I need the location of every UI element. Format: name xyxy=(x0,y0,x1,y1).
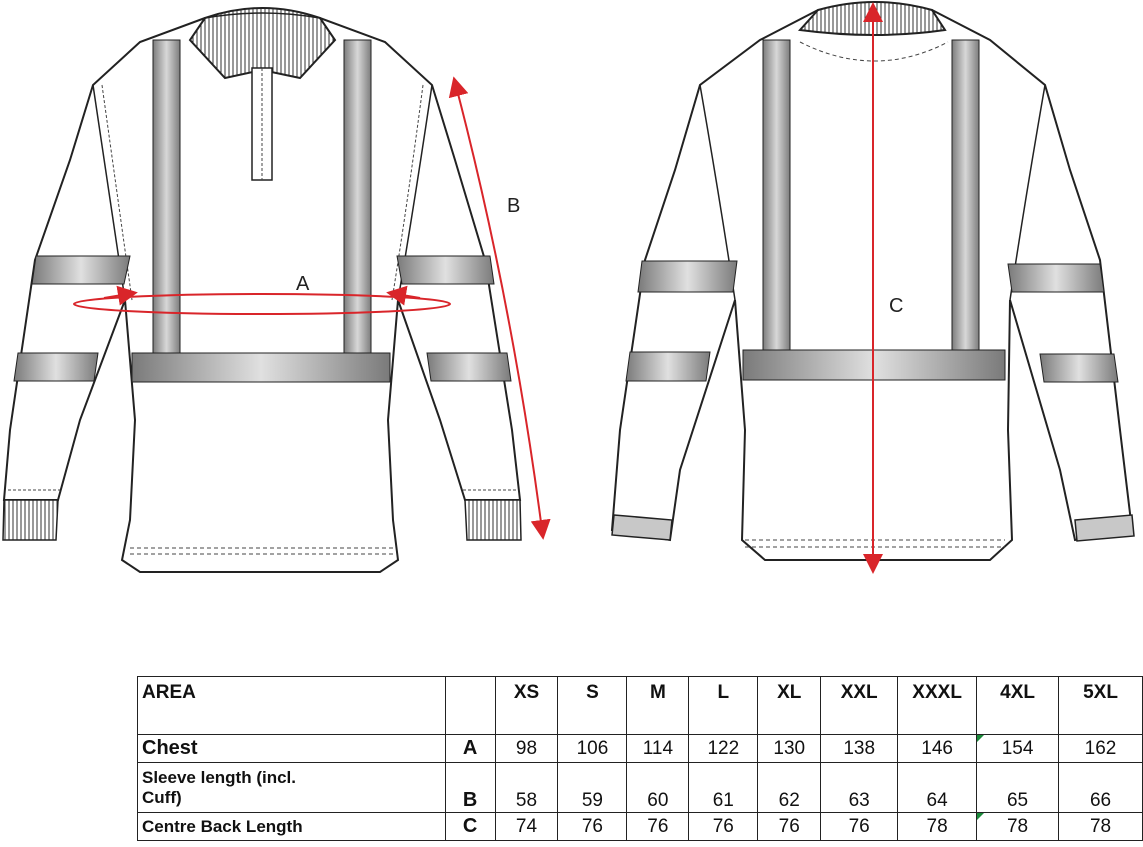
front-cuff-left xyxy=(2,499,59,541)
header-size: 5XL xyxy=(1058,676,1143,735)
measurement-c: C xyxy=(863,1,903,574)
back-cuff-left xyxy=(611,514,673,541)
table-cell: 146 xyxy=(897,734,978,763)
table-cell: 98 xyxy=(494,734,559,763)
front-sleeve-tape-upper-right xyxy=(396,255,495,285)
table-cell: 62 xyxy=(757,762,822,813)
front-cuff-right xyxy=(464,499,522,541)
table-cell: 122 xyxy=(688,734,759,763)
table-cell: 60 xyxy=(626,762,690,813)
header-size: XXXL xyxy=(897,676,978,735)
row-label: Sleeve length (incl. Cuff) xyxy=(137,762,446,813)
table-row-chest: Chest A 98 106 114 122 130 138 146 154 1… xyxy=(137,734,1143,763)
header-code xyxy=(444,676,496,735)
table-cell: 76 xyxy=(820,812,899,841)
table-cell: 114 xyxy=(626,734,690,763)
table-cell: 64 xyxy=(897,762,978,813)
table-cell: 66 xyxy=(1058,762,1143,813)
back-tape-left xyxy=(762,39,791,353)
table-cell: 162 xyxy=(1058,734,1143,763)
back-sleeve-tape-lower-left xyxy=(625,351,711,382)
row-label: Chest xyxy=(137,734,446,763)
table-cell: 59 xyxy=(557,762,628,813)
sleeve-measure-arc xyxy=(448,76,551,540)
front-tape-left xyxy=(152,39,181,357)
measure-label-b: B xyxy=(507,195,520,217)
table-row-sleeve: Sleeve length (incl. Cuff) B 58 59 60 61… xyxy=(137,762,1143,813)
table-cell: 61 xyxy=(688,762,759,813)
table-cell: 74 xyxy=(494,812,559,841)
front-tape-right xyxy=(343,39,372,357)
front-sleeve-tape-lower-right xyxy=(426,352,512,382)
back-sleeve-tape-lower-right xyxy=(1039,353,1119,383)
header-size: M xyxy=(626,676,690,735)
table-cell: 130 xyxy=(757,734,822,763)
size-chart-table: AREA XS S M L XL XXL XXXL 4XL 5XL Chest … xyxy=(137,676,1143,841)
table-row-centre-back-length: Centre Back Length C 74 76 76 76 76 76 7… xyxy=(137,812,1143,841)
back-cuff-right xyxy=(1074,514,1135,542)
table-cell: 138 xyxy=(820,734,899,763)
garment-illustration: A B C xyxy=(2,1,1135,574)
table-cell: 63 xyxy=(820,762,899,813)
header-size: S xyxy=(557,676,628,735)
row-code: C xyxy=(444,812,496,841)
table-cell: 76 xyxy=(626,812,690,841)
header-size: XXL xyxy=(820,676,899,735)
table-cell: 78 xyxy=(1058,812,1143,841)
front-sleeve-tape-upper-left xyxy=(31,255,131,285)
front-sleeve-tape-lower-left xyxy=(13,352,99,382)
front-tape-waist xyxy=(131,352,391,383)
row-label-line: Sleeve length (incl. xyxy=(142,767,296,787)
table-cell: 78 xyxy=(976,812,1060,841)
header-size: XL xyxy=(757,676,822,735)
back-sleeve-tape-upper-left xyxy=(637,260,738,293)
measure-label-a: A xyxy=(296,273,310,295)
header-size: XS xyxy=(494,676,559,735)
measure-label-c: C xyxy=(889,295,903,317)
header-area: AREA xyxy=(137,676,446,735)
back-tape-right xyxy=(951,39,980,353)
row-code: B xyxy=(444,762,496,813)
table-cell: 154 xyxy=(976,734,1060,763)
header-size: L xyxy=(688,676,759,735)
row-label-line: Cuff) xyxy=(142,787,182,807)
table-cell: 76 xyxy=(557,812,628,841)
row-code: A xyxy=(444,734,496,763)
table-cell: 65 xyxy=(976,762,1060,813)
table-header-row: AREA XS S M L XL XXL XXXL 4XL 5XL xyxy=(137,676,1143,735)
row-label: Centre Back Length xyxy=(137,812,446,841)
table-cell: 106 xyxy=(557,734,628,763)
table-cell: 78 xyxy=(897,812,978,841)
table-cell: 58 xyxy=(494,762,559,813)
table-cell: 76 xyxy=(688,812,759,841)
shirt-front-view xyxy=(2,7,522,573)
header-size: 4XL xyxy=(976,676,1060,735)
measurement-b: B xyxy=(448,76,551,540)
table-cell: 76 xyxy=(757,812,822,841)
back-sleeve-tape-upper-right xyxy=(1007,263,1105,293)
